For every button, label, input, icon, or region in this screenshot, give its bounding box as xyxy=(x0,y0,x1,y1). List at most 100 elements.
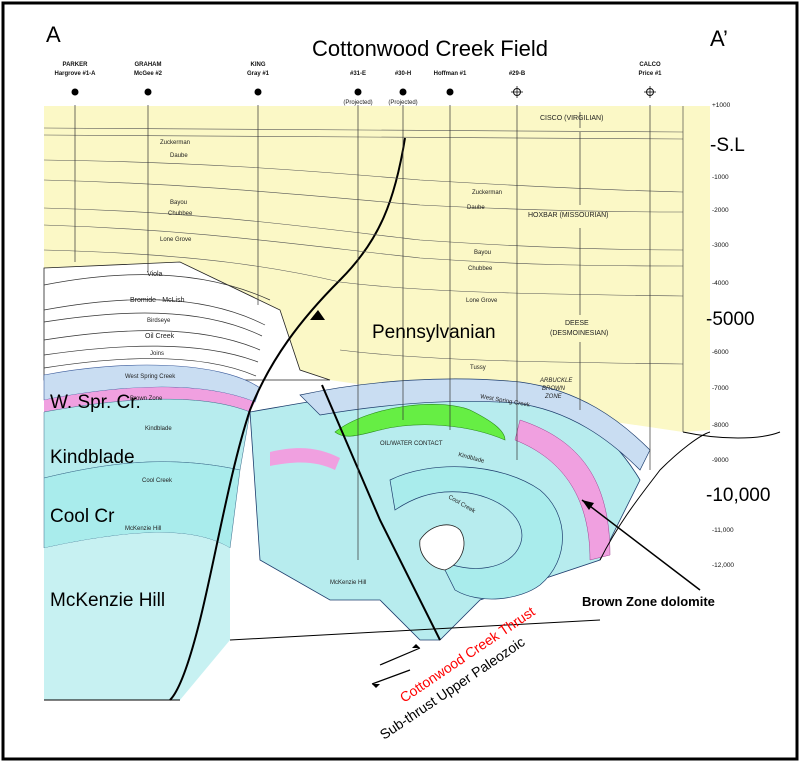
depth-tick-label: -4000 xyxy=(712,280,729,287)
well-operator: CALCO xyxy=(639,62,661,68)
formation-mckenzie-hill-left: McKenzie Hill xyxy=(125,526,161,532)
well-note: (Projected) xyxy=(388,100,417,106)
well-operator: GRAHAM xyxy=(135,62,162,68)
oil-well-symbol xyxy=(399,88,407,96)
formation-brown-zone-left: Brown Zone xyxy=(130,396,163,402)
oil-well-symbol xyxy=(144,88,152,96)
depth-tick-label: -1000 xyxy=(712,174,729,181)
formation-daube-right: Daube xyxy=(467,205,485,211)
series-deese-sub: (DESMOINESIAN) xyxy=(550,330,608,337)
oil-water-contact: OIL/WATER CONTACT xyxy=(380,441,443,447)
formation-zuckerman-right: Zuckerman xyxy=(472,190,502,196)
formation-bayou-right: Bayou xyxy=(474,250,491,256)
formation-viola: Viola xyxy=(147,271,163,278)
wells-group: PARKER Hargrove #1-A GRAHAM McGee #2 KING Gra… xyxy=(54,62,662,106)
right-boundary xyxy=(599,431,711,561)
depth-ticks: +1000 -1000 -2000 -3000 -4000 -6000 -7000 -8000… xyxy=(712,102,734,569)
well-name: McGee #2 xyxy=(134,71,163,77)
well-note: (Projected) xyxy=(343,100,372,106)
formation-tussy: Tussy xyxy=(470,365,486,371)
fault-arrow-up xyxy=(310,310,325,320)
depth-tick-label: -11,000 xyxy=(712,527,734,534)
formation-oil-creek: Oil Creek xyxy=(145,333,175,340)
brown-zone-arrow-head xyxy=(582,500,594,510)
depth-tick-label: -12,000 xyxy=(712,562,734,569)
depth-callout-5000: -5000 xyxy=(706,309,755,330)
series-deese: DEESE xyxy=(565,320,589,327)
series-hoxbar: HOXBAR (MISSOURIAN) xyxy=(528,212,609,219)
brown-zone-right xyxy=(514,419,611,561)
well-operator: PARKER xyxy=(63,62,89,68)
formation-kindblade-left: Kindblade xyxy=(145,426,172,432)
mckenzie-hill-deep xyxy=(44,640,230,700)
series-arbuckle-2: BROWN xyxy=(542,386,566,392)
fold-core xyxy=(419,524,465,571)
depth-tick-label: -6000 xyxy=(712,349,729,356)
series-arbuckle-3: ZONE xyxy=(544,394,563,400)
brown-zone-arrow-line xyxy=(581,499,701,591)
series-cisco: CISCO (VIRGILIAN) xyxy=(540,115,603,122)
west-spring-creek-central xyxy=(299,378,651,471)
well-name: Hoffman #1 xyxy=(434,71,467,77)
formation-mckenzie-hill-right: McKenzie Hill xyxy=(330,580,366,586)
figure-title: Cottonwood Creek Field xyxy=(312,36,548,61)
mckenzie-hill-left xyxy=(44,532,230,640)
formation-lone-grove: Lone Grove xyxy=(160,237,192,243)
well-name: #30-H xyxy=(395,71,411,77)
formation-lone-grove-right: Lone Grove xyxy=(466,298,498,304)
central-fault xyxy=(321,384,441,641)
formation-cool-creek-left: Cool Creek xyxy=(142,478,173,484)
series-arbuckle-1: ARBUCKLE xyxy=(539,378,573,384)
depth-tick-label: -7000 xyxy=(712,385,729,392)
well-name: #31-E xyxy=(350,71,366,77)
depth-tick-label: -3000 xyxy=(712,242,729,249)
formation-birdseye: Birdseye xyxy=(147,318,171,324)
formation-daube: Daube xyxy=(170,153,188,159)
cottonwood-creek-thrust xyxy=(169,137,406,701)
depth-callout-10000: -10,000 xyxy=(706,485,770,506)
well-name: Price #1 xyxy=(638,71,662,77)
formation-bromide: Bromide - McLish xyxy=(130,297,185,304)
right-top-boundary xyxy=(682,431,781,439)
section-start-label: A xyxy=(46,22,61,47)
thrust-arrow-upper xyxy=(379,647,421,666)
thrust-arrow-lower xyxy=(371,669,411,685)
unit-kindblade: Kindblade xyxy=(50,447,135,468)
formation-bayou: Bayou xyxy=(170,200,187,206)
pennsylvanian-label: Pennsylvanian xyxy=(372,322,496,343)
formation-chubbee: Chubbee xyxy=(168,211,193,217)
pennsylvanian-right xyxy=(683,106,710,432)
section-end-label: A’ xyxy=(710,26,728,51)
oil-well-symbol xyxy=(254,88,262,96)
brown-zone-left xyxy=(44,387,255,412)
well-name: #29-B xyxy=(509,71,526,77)
upper-strata-lines xyxy=(43,274,271,377)
formation-chubbee-right: Chubbee xyxy=(468,266,493,272)
oil-well-symbol xyxy=(446,88,454,96)
formation-joins: Joins xyxy=(150,351,164,357)
unit-mckenzie-hill: McKenzie Hill xyxy=(50,590,165,611)
thrust-arrow-lower-head xyxy=(372,684,380,688)
formation-west-spring-creek-left: West Spring Creek xyxy=(125,374,176,380)
formation-zuckerman: Zuckerman xyxy=(160,140,190,146)
lower-boundary xyxy=(229,619,601,641)
brown-zone-central xyxy=(270,448,340,470)
unit-west-spring-creek: W. Spr. Cr. xyxy=(50,392,141,413)
depth-tick-label: +1000 xyxy=(712,102,731,109)
oil-well-symbol xyxy=(71,88,79,96)
cool-creek-fold xyxy=(389,466,563,600)
well-lines xyxy=(74,105,651,560)
oil-well-symbol xyxy=(354,88,362,96)
brown-zone-dolomite-label: Brown Zone dolomite xyxy=(582,594,715,609)
depth-tick-label: -9000 xyxy=(712,457,729,464)
depth-tick-label: -8000 xyxy=(712,422,729,429)
well-name: Hargrove #1-A xyxy=(54,71,96,77)
depth-callout-sealevel: -S.L xyxy=(710,135,745,156)
unit-cool-creek: Cool Cr xyxy=(50,506,115,527)
well-operator: KING xyxy=(251,62,266,68)
well-name: Gray #1 xyxy=(247,71,270,77)
depth-tick-label: -2000 xyxy=(712,207,729,214)
thrust-arrow-upper-head xyxy=(412,644,420,648)
